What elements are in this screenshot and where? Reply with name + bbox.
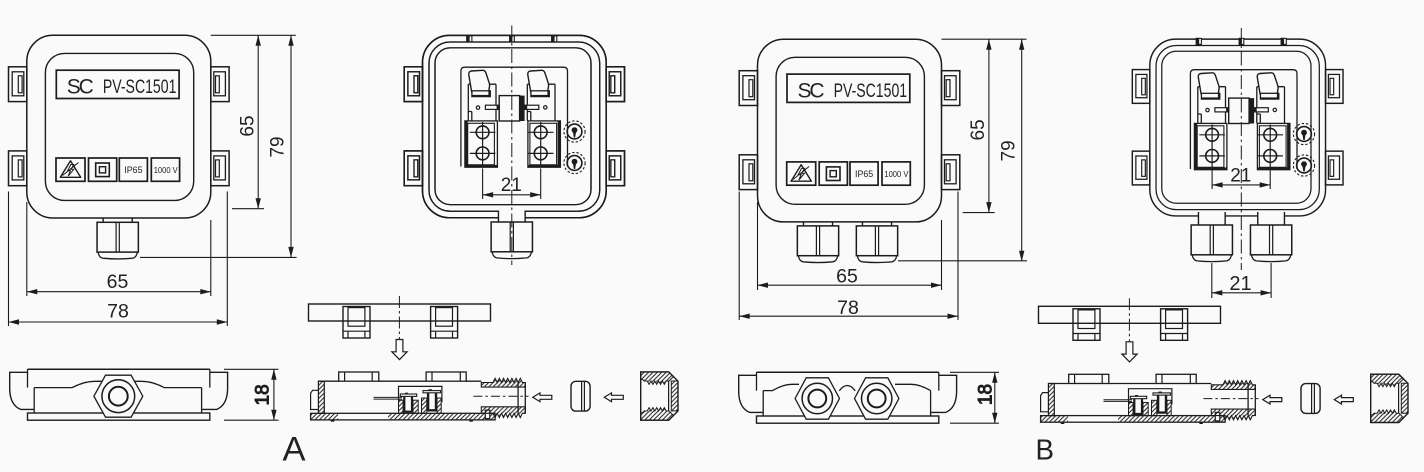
svg-text:21: 21 <box>1230 165 1251 186</box>
svg-text:78: 78 <box>837 297 859 319</box>
svg-text:A: A <box>282 431 305 469</box>
svg-text:PV-SC1501: PV-SC1501 <box>103 77 176 98</box>
svg-text:79: 79 <box>268 136 289 157</box>
svg-text:B: B <box>1036 435 1055 467</box>
svg-text:65: 65 <box>238 115 259 136</box>
svg-text:21: 21 <box>1229 273 1251 295</box>
svg-text:1000 V: 1000 V <box>154 165 178 175</box>
svg-text:18: 18 <box>976 384 997 405</box>
svg-text:65: 65 <box>836 266 858 288</box>
svg-text:18: 18 <box>253 384 274 405</box>
svg-text:65: 65 <box>107 271 129 293</box>
svg-text:IP65: IP65 <box>124 165 142 175</box>
svg-text:78: 78 <box>107 301 129 323</box>
svg-text:SC: SC <box>67 76 94 99</box>
